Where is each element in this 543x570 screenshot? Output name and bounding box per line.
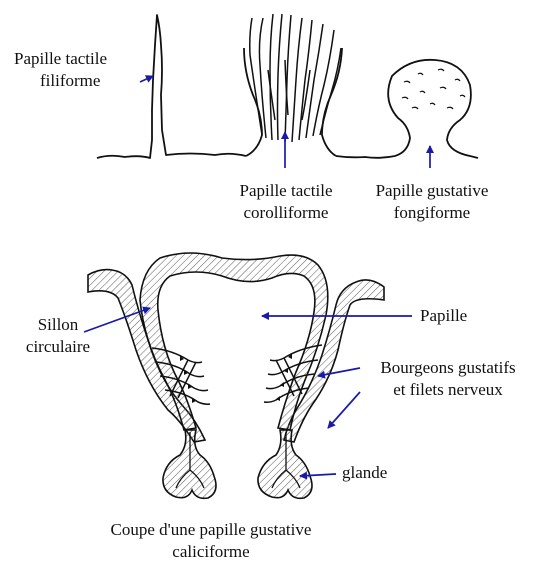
label-papille: Papille: [420, 305, 467, 327]
label-fongiforme-line1: Papille gustative: [358, 180, 506, 202]
figure-caption: Coupe d'une papille gustative caliciform…: [96, 519, 326, 563]
arrow-bourgeons-2: [328, 392, 360, 428]
caption-line1: Coupe d'une papille gustative: [96, 519, 326, 541]
corolliform-fingers: [250, 14, 341, 142]
label-filiforme-line2: filiforme: [14, 70, 107, 92]
label-fongiforme: Papille gustative fongiforme: [358, 180, 506, 224]
label-sillon-line1: Sillon: [16, 314, 100, 336]
label-corolliforme-line1: Papille tactile: [216, 180, 356, 202]
label-bourgeons-line2: et filets nerveux: [360, 379, 536, 401]
gland-right: [258, 430, 312, 498]
label-bourgeons-line1: Bourgeons gustatifs: [360, 357, 536, 379]
caption-line2: caliciforme: [96, 541, 326, 563]
label-sillon: Sillon circulaire: [16, 314, 100, 358]
label-corolliforme: Papille tactile corolliforme: [216, 180, 356, 224]
label-sillon-line2: circulaire: [16, 336, 100, 358]
arrow-filiforme: [140, 76, 153, 82]
fungiform-taste-buds: [402, 69, 465, 109]
label-filiforme-line1: Papille tactile: [14, 48, 107, 70]
label-filiforme: Papille tactile filiforme: [14, 48, 107, 92]
label-bourgeons: Bourgeons gustatifs et filets nerveux: [360, 357, 536, 401]
label-fongiforme-line2: fongiforme: [358, 202, 506, 224]
label-glande: glande: [342, 462, 387, 484]
label-corolliforme-line2: corolliforme: [216, 202, 356, 224]
